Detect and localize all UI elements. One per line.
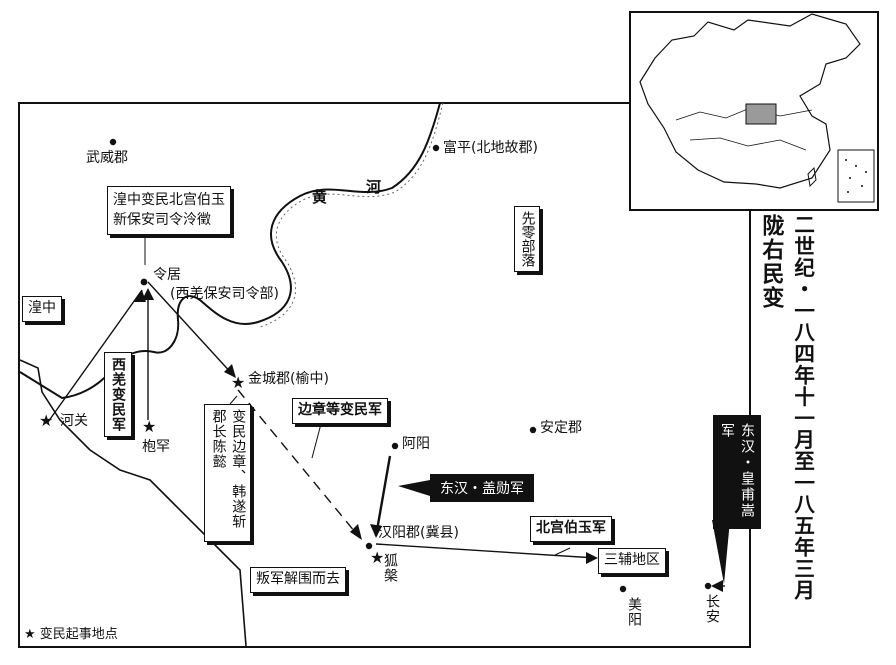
place-heguan: 河关 <box>60 413 88 429</box>
place-jincheng: 金城郡(榆中) <box>248 371 329 387</box>
yellow-river <box>19 102 441 400</box>
map-markers <box>109 138 712 593</box>
inset-taiwan <box>807 166 817 188</box>
star-jincheng: ★ <box>231 373 245 392</box>
place-hanyang: 汉阳郡(冀县) <box>378 525 459 541</box>
river-label-2: 河 <box>366 178 382 196</box>
pointer-beigong <box>554 547 571 556</box>
arrow-hanyang-sanfu <box>375 543 597 559</box>
western-boundary <box>19 359 247 647</box>
inset-south-sea-box <box>837 149 875 203</box>
place-changan: 长安 <box>704 594 720 624</box>
arrow-jincheng-hanyang <box>237 389 361 539</box>
huangzhong-rebels-box: 湟中变民北宫伯玉 新保安司令泠徵 <box>107 186 231 235</box>
place-fuping: 富平(北地故郡) <box>443 140 538 156</box>
pointer-gaixun <box>398 480 430 496</box>
pointer-huangfusong <box>712 520 730 584</box>
map-subtitle: 二世纪・一八四年十一月至一八五年三月 <box>790 214 815 601</box>
qiang-rebels-box: 西羌变民军 <box>104 352 132 437</box>
pointer-bianzhang <box>311 419 323 459</box>
place-huli: 狐槃 <box>382 553 398 583</box>
arrowheads <box>134 288 723 592</box>
inset-map-frame <box>629 11 879 211</box>
sanfu-region-box: 三辅地区 <box>598 548 666 574</box>
star-baohan: ★ <box>142 417 156 436</box>
huangzhong-box: 湟中 <box>22 296 62 322</box>
inset-river-2 <box>689 137 807 151</box>
inset-islands <box>845 159 867 193</box>
arrow-ayang-hanyang <box>374 455 392 537</box>
huangfusong-army-label: 东汉・皇甫嵩军 <box>713 415 761 529</box>
siege-lifted-box: 叛军解围而去 <box>250 567 346 593</box>
star-heguan: ★ <box>39 411 53 430</box>
beigong-army-box: 北宫伯玉军 <box>530 516 612 542</box>
place-lingju: 令居 <box>153 267 181 283</box>
star-huli: ★ <box>370 548 384 567</box>
bianzhang-army-box: 边章等变民军 <box>292 398 388 424</box>
xianling-tribe-box: 先零部落 <box>514 206 540 272</box>
river-label-1: 黄 <box>312 188 328 206</box>
jincheng-event-box: 变民边章、韩遂斩郡长陈懿 <box>204 404 252 542</box>
arrow-lingju-jincheng <box>147 281 235 377</box>
inset-highlight-region <box>745 103 777 125</box>
place-ayang: 阿阳 <box>402 436 430 452</box>
map-title: 陇右民变 <box>758 214 785 310</box>
place-wuwei: 武威郡 <box>86 150 128 166</box>
place-anding: 安定郡 <box>540 420 582 436</box>
pointer-jincheng-event <box>229 395 238 405</box>
movement-arrows <box>47 281 725 587</box>
gaixun-army-label: 东汉・盖勋军 <box>430 474 534 502</box>
place-meiyang: 美阳 <box>626 597 642 627</box>
inset-china-outline <box>639 13 861 189</box>
arrow-heguan-lingju <box>47 289 143 423</box>
place-lingju-note: (西羌保安司令部) <box>170 286 279 302</box>
rebellion-stars: ★ ★ ★ ★ <box>39 373 384 567</box>
inset-river <box>675 107 813 121</box>
legend-rebellion-site: ★ 变民起事地点 <box>24 627 118 642</box>
place-baohan: 枹罕 <box>142 439 170 455</box>
